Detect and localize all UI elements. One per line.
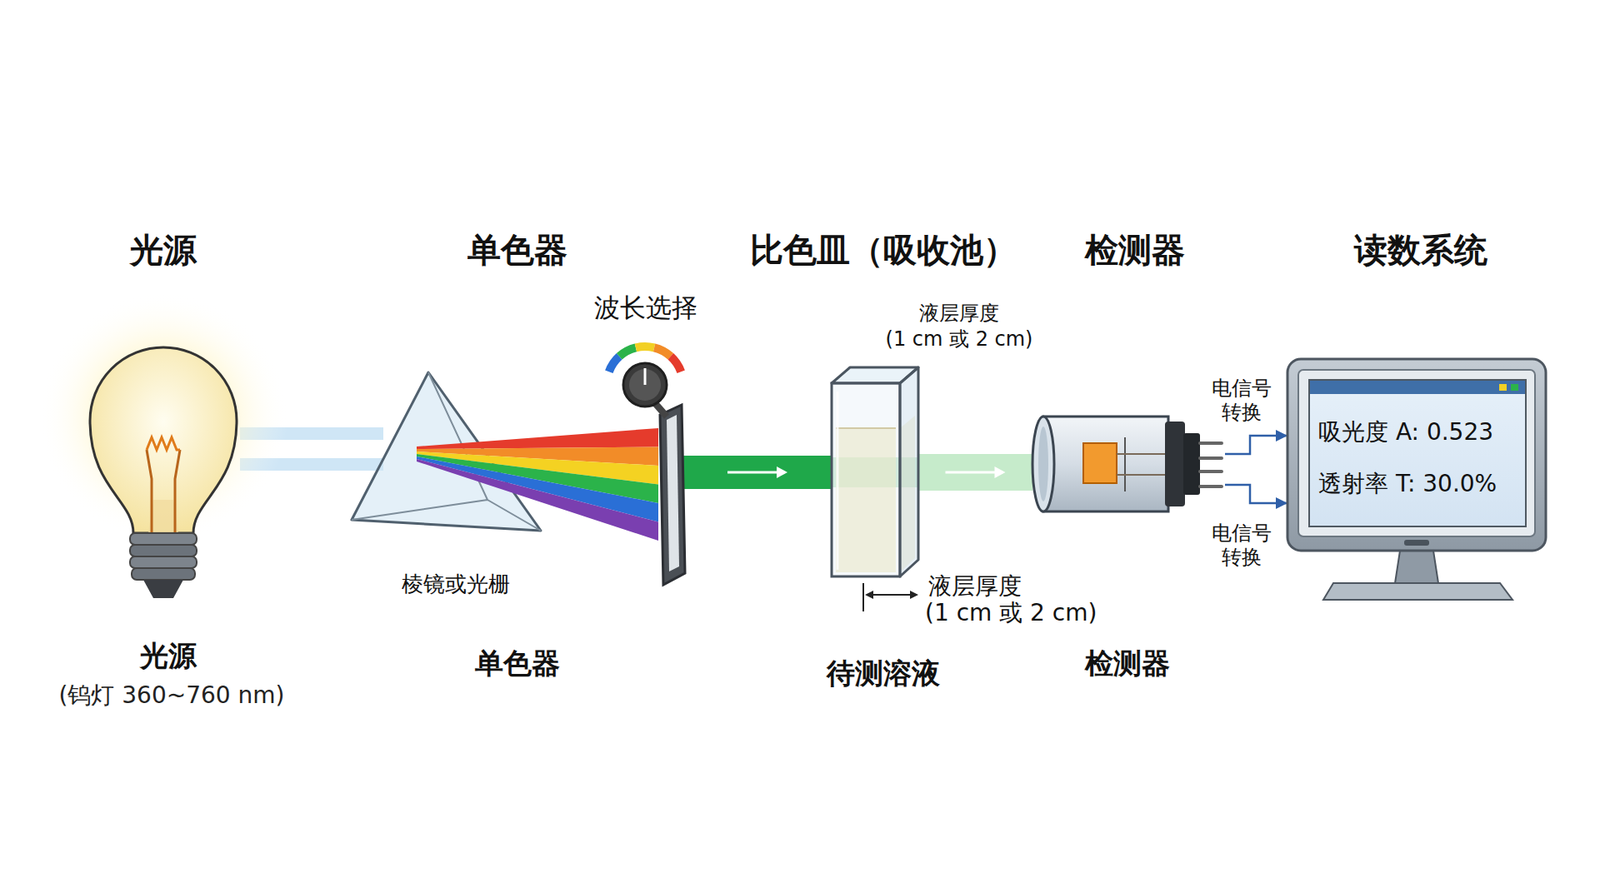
detector-node: 检测器检测器 — [1032, 414, 1225, 515]
window-button — [1510, 384, 1519, 391]
detector-illustration — [1032, 416, 1222, 512]
lamp-spec: (钨灯 360~760 nm) — [58, 681, 285, 710]
signal-arrow — [1225, 435, 1288, 455]
spectrum-band — [416, 459, 659, 541]
monitor-bezel — [1298, 370, 1535, 537]
beam-direction-head — [776, 466, 788, 479]
dimension-value: (1 cm 或 2 cm) — [884, 327, 1035, 352]
lamp-base-ring — [131, 568, 195, 580]
connector-group — [1225, 485, 1288, 504]
signal-arrow — [1225, 485, 1288, 504]
detector-wire — [1116, 453, 1165, 455]
wavelength-selector — [609, 346, 685, 585]
bulb-glass — [90, 347, 237, 534]
connector-group — [918, 466, 1033, 479]
beam-direction-head — [995, 466, 1006, 479]
component-heading: 检测器 — [1085, 230, 1185, 270]
dial-stem — [655, 403, 667, 417]
beam-direction — [945, 471, 998, 475]
window-button — [1499, 384, 1507, 391]
lamp-node: 光源光源(钨灯 360~760 nm) — [90, 346, 240, 602]
cuvette-front — [831, 383, 900, 577]
anode — [1124, 437, 1126, 492]
lamp-base-ring — [130, 533, 197, 545]
dimension-label: 液层厚度 — [926, 572, 1024, 601]
light-beam — [683, 455, 832, 490]
component-heading: 比色皿（吸收池） — [750, 230, 1017, 270]
cuvette-illustration — [831, 367, 919, 612]
filament-support — [146, 450, 180, 534]
monitor-neck — [1395, 550, 1439, 584]
dial-scale — [670, 356, 681, 373]
screen-readout: 透射率 T: 30.0% — [1310, 469, 1525, 500]
monitor-frame — [1287, 359, 1546, 551]
detector-cap — [1165, 421, 1185, 507]
prism-illustration — [351, 372, 659, 541]
dial-scale — [619, 347, 636, 356]
part-label: 波长选择 — [592, 292, 700, 324]
screen-display: 吸光度 A: 0.523 透射率 T: 30.0% — [1308, 379, 1527, 528]
reading-system-node: 读数系统吸光度 A: 0.523透射率 T: 30.0% — [1287, 359, 1546, 602]
lamp-glow — [38, 291, 289, 542]
dimension-arrowheads — [865, 590, 919, 600]
filament — [146, 437, 180, 450]
component-label: 检测器 — [1085, 646, 1170, 681]
component-heading: 单色器 — [467, 230, 568, 270]
dimension-label: 液层厚度 — [917, 301, 1001, 326]
beam-direction — [727, 471, 780, 475]
signal-label: 电信号 转换 — [1208, 376, 1275, 425]
dial-scale — [609, 356, 620, 373]
slit-plate — [660, 405, 685, 585]
dial-pointer — [644, 368, 647, 385]
monochromator-node: 单色器单色器 — [383, 366, 684, 580]
slit-opening — [666, 415, 680, 572]
monitor-button — [1404, 540, 1430, 546]
photocathode — [1083, 443, 1117, 484]
lamp-base-ring — [130, 545, 197, 557]
detector-pins — [1200, 443, 1222, 487]
connector-group — [1225, 435, 1288, 455]
connector-group — [683, 466, 832, 479]
dial-scale — [654, 347, 671, 356]
dial-knob — [623, 363, 667, 407]
lamp-base-ring — [130, 556, 197, 569]
detector-body — [1043, 416, 1169, 512]
spectrum-band — [416, 456, 659, 523]
signal-label: 电信号 转换 — [1208, 521, 1275, 570]
component-label: 待测溶液 — [826, 656, 940, 691]
component-heading: 光源 — [130, 230, 197, 270]
component-heading: 读数系统 — [1354, 230, 1488, 270]
detector-socket — [1183, 433, 1200, 495]
lamp-illustration — [38, 291, 289, 599]
component-label: 光源 — [140, 639, 197, 674]
monitor-illustration — [1287, 359, 1546, 600]
detector-window — [1032, 416, 1055, 512]
monitor-base — [1323, 583, 1513, 600]
detector-window-inner — [1038, 426, 1049, 502]
window-title-bar — [1310, 380, 1525, 395]
spectrum-band — [416, 428, 659, 450]
dimension-tick — [862, 583, 865, 612]
cuvette-side — [900, 367, 919, 577]
dimension-line — [866, 594, 917, 596]
dimension-value: (1 cm 或 2 cm) — [923, 599, 1099, 628]
lamp-tip — [143, 580, 184, 599]
detector-wire — [1116, 474, 1165, 476]
dial-scale — [635, 346, 655, 348]
screen-readout: 吸光度 A: 0.523 — [1310, 417, 1525, 448]
part-label: 棱镜或光栅 — [400, 571, 512, 598]
dial-knob-cap — [629, 369, 661, 401]
component-label: 单色器 — [475, 646, 560, 681]
glass-highlight — [836, 391, 840, 570]
light-beam — [918, 454, 1033, 491]
cuvette-node: 比色皿（吸收池）待测溶液 — [831, 367, 919, 577]
